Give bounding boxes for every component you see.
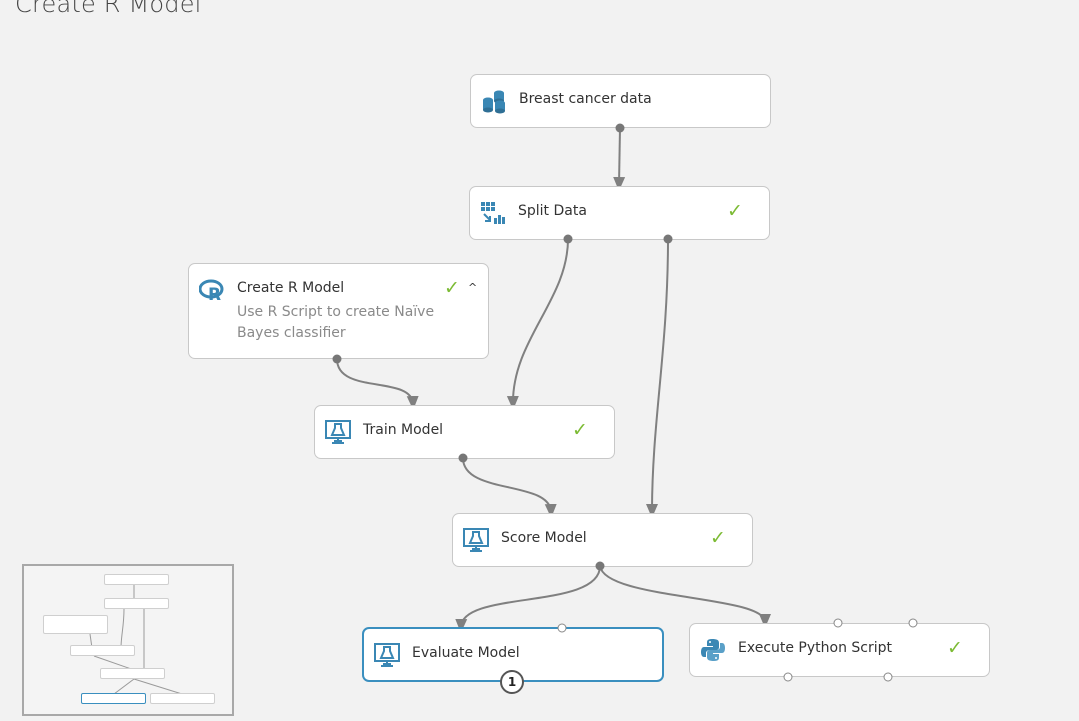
node-label: Train Model: [363, 422, 444, 438]
status-check-icon: ✓: [727, 200, 743, 222]
output-port[interactable]: [563, 234, 573, 244]
edge-split-to-score: [646, 238, 669, 518]
edge-train-to-score: [462, 457, 557, 518]
model-icon: [325, 420, 351, 444]
node-label: Execute Python Script: [738, 640, 893, 656]
status-check-icon: ✓: [947, 637, 963, 659]
node-label: Score Model: [501, 530, 587, 546]
node-train-model[interactable]: Train Model ✓: [314, 405, 615, 459]
input-port-empty[interactable]: [557, 623, 567, 633]
minimap-node: [70, 645, 135, 656]
edge-rmodel-to-train: [336, 358, 419, 410]
node-label: Create R Model: [237, 280, 345, 296]
edge-split-to-train: [506, 238, 569, 410]
output-count-badge[interactable]: 1: [500, 670, 524, 694]
edge-breast-to-split: [613, 127, 626, 191]
input-port-empty[interactable]: [908, 618, 918, 628]
status-check-icon: ✓: [572, 419, 588, 441]
node-label: Breast cancer data: [519, 91, 652, 107]
edge-score-to-python: [599, 565, 771, 628]
description-line: Bayes classifier: [237, 325, 346, 341]
split-data-icon: [481, 202, 505, 224]
minimap-node: [104, 574, 169, 585]
minimap-node: [81, 693, 146, 704]
status-check-icon: ✓: [710, 527, 726, 549]
collapse-chevron-icon[interactable]: ^: [468, 281, 478, 294]
output-port[interactable]: [458, 453, 468, 463]
node-score-model[interactable]: Score Model ✓: [452, 513, 753, 567]
node-split-data[interactable]: Split Data ✓: [469, 186, 770, 240]
minimap-node: [104, 598, 169, 609]
description-line: Use R Script to create Naïve: [237, 304, 435, 320]
output-port-empty[interactable]: [883, 672, 893, 682]
node-execute-python-script[interactable]: Execute Python Script ✓: [689, 623, 990, 677]
output-port-empty[interactable]: [783, 672, 793, 682]
python-icon: [701, 639, 725, 661]
r-icon: R: [199, 279, 224, 303]
edge-score-to-evaluate: [455, 565, 601, 633]
input-port-empty[interactable]: [833, 618, 843, 628]
minimap-node: [100, 668, 165, 679]
minimap[interactable]: [22, 564, 234, 716]
output-port[interactable]: [663, 234, 673, 244]
minimap-connections: [89, 585, 183, 695]
node-label: Split Data: [518, 203, 587, 219]
node-create-r-model[interactable]: R Create R Model ✓ ^ Use R Script to cre…: [188, 263, 489, 359]
node-breast-cancer-data[interactable]: Breast cancer data: [470, 74, 771, 128]
page-title: Create R Model: [15, 0, 202, 18]
output-port[interactable]: [332, 354, 342, 364]
svg-text:R: R: [208, 285, 221, 303]
model-icon: [374, 643, 400, 667]
status-check-icon: ✓: [444, 277, 460, 299]
minimap-node: [150, 693, 215, 704]
output-port[interactable]: [595, 561, 605, 571]
output-port[interactable]: [615, 123, 625, 133]
node-label: Evaluate Model: [412, 645, 520, 661]
model-icon: [463, 528, 489, 552]
minimap-node: [43, 615, 108, 634]
node-description: Use R Script to create Naïve Bayes class…: [237, 302, 437, 344]
dataset-icon: [483, 90, 505, 114]
